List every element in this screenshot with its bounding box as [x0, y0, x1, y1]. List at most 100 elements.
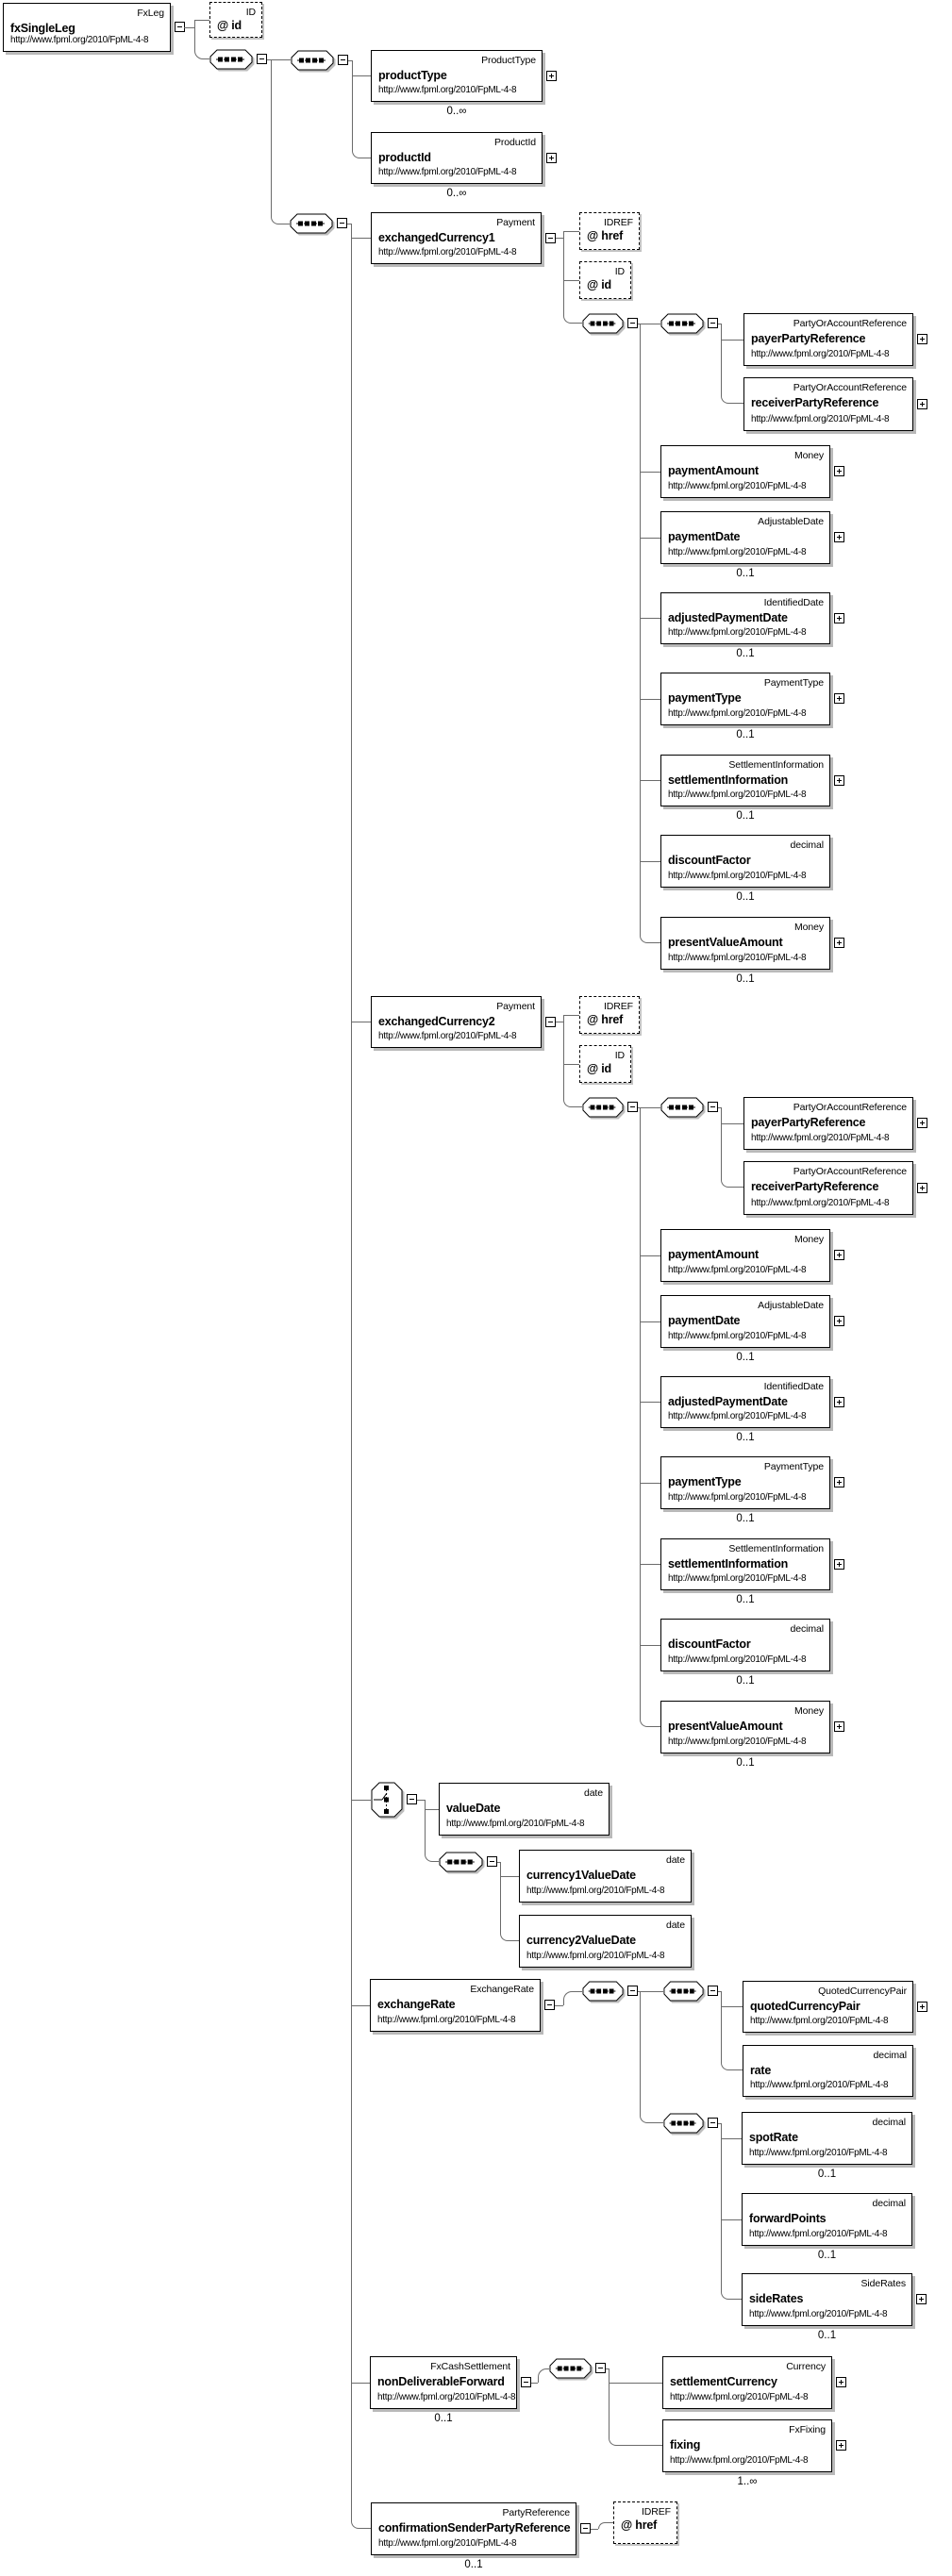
expand-handle-productType[interactable]	[546, 71, 557, 81]
collapse-handle-seqN[interactable]	[595, 2363, 606, 2373]
collapse-handle-ec2Seq[interactable]	[627, 1102, 638, 1112]
collapse-handle-seqE2[interactable]	[708, 1986, 718, 1996]
collapse-handle-seq2[interactable]	[338, 55, 348, 65]
sequence-icon[interactable]	[291, 50, 334, 71]
attribute-box-id[interactable]: ID@ id	[579, 1045, 631, 1083]
connector-line	[425, 1800, 426, 1854]
expand-handle-ec2Payer[interactable]	[917, 1118, 927, 1128]
expand-handle-ec2PresentValueAmount[interactable]	[834, 1721, 844, 1732]
collapse-handle-confirmationSenderPartyReference[interactable]	[580, 2523, 591, 2534]
sequence-icon[interactable]	[660, 313, 704, 334]
collapse-handle-ec1SeqPR[interactable]	[708, 318, 718, 328]
sequence-icon[interactable]	[582, 1981, 624, 2002]
expand-handle-ec1PresentValueAmount[interactable]	[834, 938, 844, 948]
attribute-box-id[interactable]: ID@ id	[209, 2, 262, 38]
sequence-icon[interactable]	[549, 2358, 592, 2379]
attribute-box-id[interactable]: ID@ id	[579, 261, 631, 299]
collapse-handle-choice1[interactable]	[407, 1794, 417, 1804]
sequence-icon[interactable]	[582, 1097, 624, 1118]
attribute-box-href[interactable]: IDREF@ href	[579, 996, 640, 1034]
expand-handle-ec2SettlementInformation[interactable]	[834, 1559, 844, 1570]
sequence-icon[interactable]	[663, 2113, 704, 2134]
sequence-icon[interactable]	[582, 313, 624, 334]
sequence-icon[interactable]	[660, 1097, 704, 1118]
expand-handle-fixing[interactable]	[836, 2440, 846, 2451]
expand-handle-ec2PaymentType[interactable]	[834, 1477, 844, 1487]
connector-line	[640, 1991, 641, 2116]
node-name-label: adjustedPaymentDate	[668, 1395, 788, 1408]
sequence-icon[interactable]	[439, 1852, 483, 1872]
collapse-handle-fxSingleLeg[interactable]	[175, 22, 185, 32]
sequence-icon[interactable]	[290, 213, 333, 234]
collapse-handle-seq1[interactable]	[257, 54, 267, 64]
collapse-handle-nonDeliverableForward[interactable]	[521, 2377, 531, 2387]
expand-handle-ec2Receiver[interactable]	[917, 1183, 927, 1193]
collapse-handle-seqV[interactable]	[487, 1856, 497, 1867]
expand-handle-ec1PaymentAmount[interactable]	[834, 466, 844, 476]
collapse-handle-seqE3[interactable]	[708, 2118, 718, 2128]
expand-handle-ec1AdjustedPaymentDate[interactable]	[834, 613, 844, 623]
sequence-icon[interactable]	[663, 1981, 704, 2002]
collapse-handle-ec2SeqPR[interactable]	[708, 1102, 718, 1112]
collapse-handle-exchangedCurrency2[interactable]	[545, 1017, 556, 1027]
attribute-box-href[interactable]: IDREF@ href	[579, 212, 640, 250]
expand-handle-sideRates[interactable]	[916, 2294, 927, 2304]
expand-handle-ec1PaymentType[interactable]	[834, 693, 844, 704]
collapse-handle-exchangedCurrency1[interactable]	[545, 233, 556, 243]
attribute-box-href[interactable]: IDREF@ href	[613, 2501, 677, 2544]
expand-handle-ec1Receiver[interactable]	[917, 399, 927, 409]
collapse-handle-exchangeRate[interactable]	[544, 2000, 555, 2010]
collapse-handle-seq3[interactable]	[337, 218, 347, 228]
expand-handle-ec1PaymentDate[interactable]	[834, 532, 844, 542]
collapse-handle-ec1Seq[interactable]	[627, 318, 638, 328]
choice-icon[interactable]	[371, 1782, 403, 1818]
sequence-icon[interactable]	[209, 49, 253, 70]
expand-handle-quotedCurrencyPair[interactable]	[917, 2002, 927, 2012]
expand-handle-ec2AdjustedPaymentDate[interactable]	[834, 1397, 844, 1407]
collapse-handle-seqE1[interactable]	[627, 1986, 638, 1996]
expand-handle-ec2PaymentAmount[interactable]	[834, 1250, 844, 1260]
connector-line	[640, 324, 641, 936]
expand-handle-ec2PaymentDate[interactable]	[834, 1316, 844, 1326]
expand-handle-settlementCurrency[interactable]	[836, 2377, 846, 2387]
expand-handle-ec1Payer[interactable]	[917, 334, 927, 344]
expand-handle-ec1SettlementInformation[interactable]	[834, 775, 844, 786]
expand-handle-productId[interactable]	[546, 153, 557, 163]
